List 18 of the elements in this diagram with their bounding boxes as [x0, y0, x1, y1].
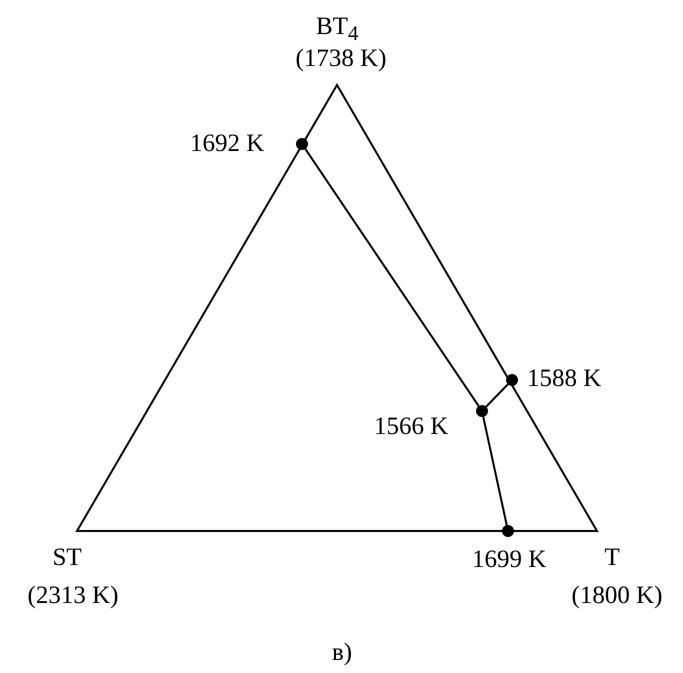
- boundary-line: [485, 384, 509, 408]
- figure-caption: в): [332, 640, 352, 665]
- temperature-label: 1588 K: [527, 366, 602, 391]
- temperature-label: (1738 K): [296, 46, 386, 71]
- temperature-label: (2313 K): [28, 583, 118, 608]
- vertex-label: BT$_{4}$: [316, 14, 358, 44]
- vertex-label: ST: [52, 545, 82, 570]
- temperature-label: (1800 K): [572, 583, 662, 608]
- boundary-line: [304, 148, 480, 407]
- point-marker: [502, 525, 514, 537]
- vertex-label: T: [604, 545, 620, 570]
- point-marker: [506, 374, 518, 386]
- point-marker: [476, 405, 488, 417]
- temperature-label: 1566 K: [374, 414, 448, 439]
- point-marker: [296, 138, 308, 150]
- temperature-label: 1692 K: [190, 131, 264, 156]
- temperature-label: 1699 K: [472, 547, 546, 572]
- boundary-line: [482, 416, 508, 526]
